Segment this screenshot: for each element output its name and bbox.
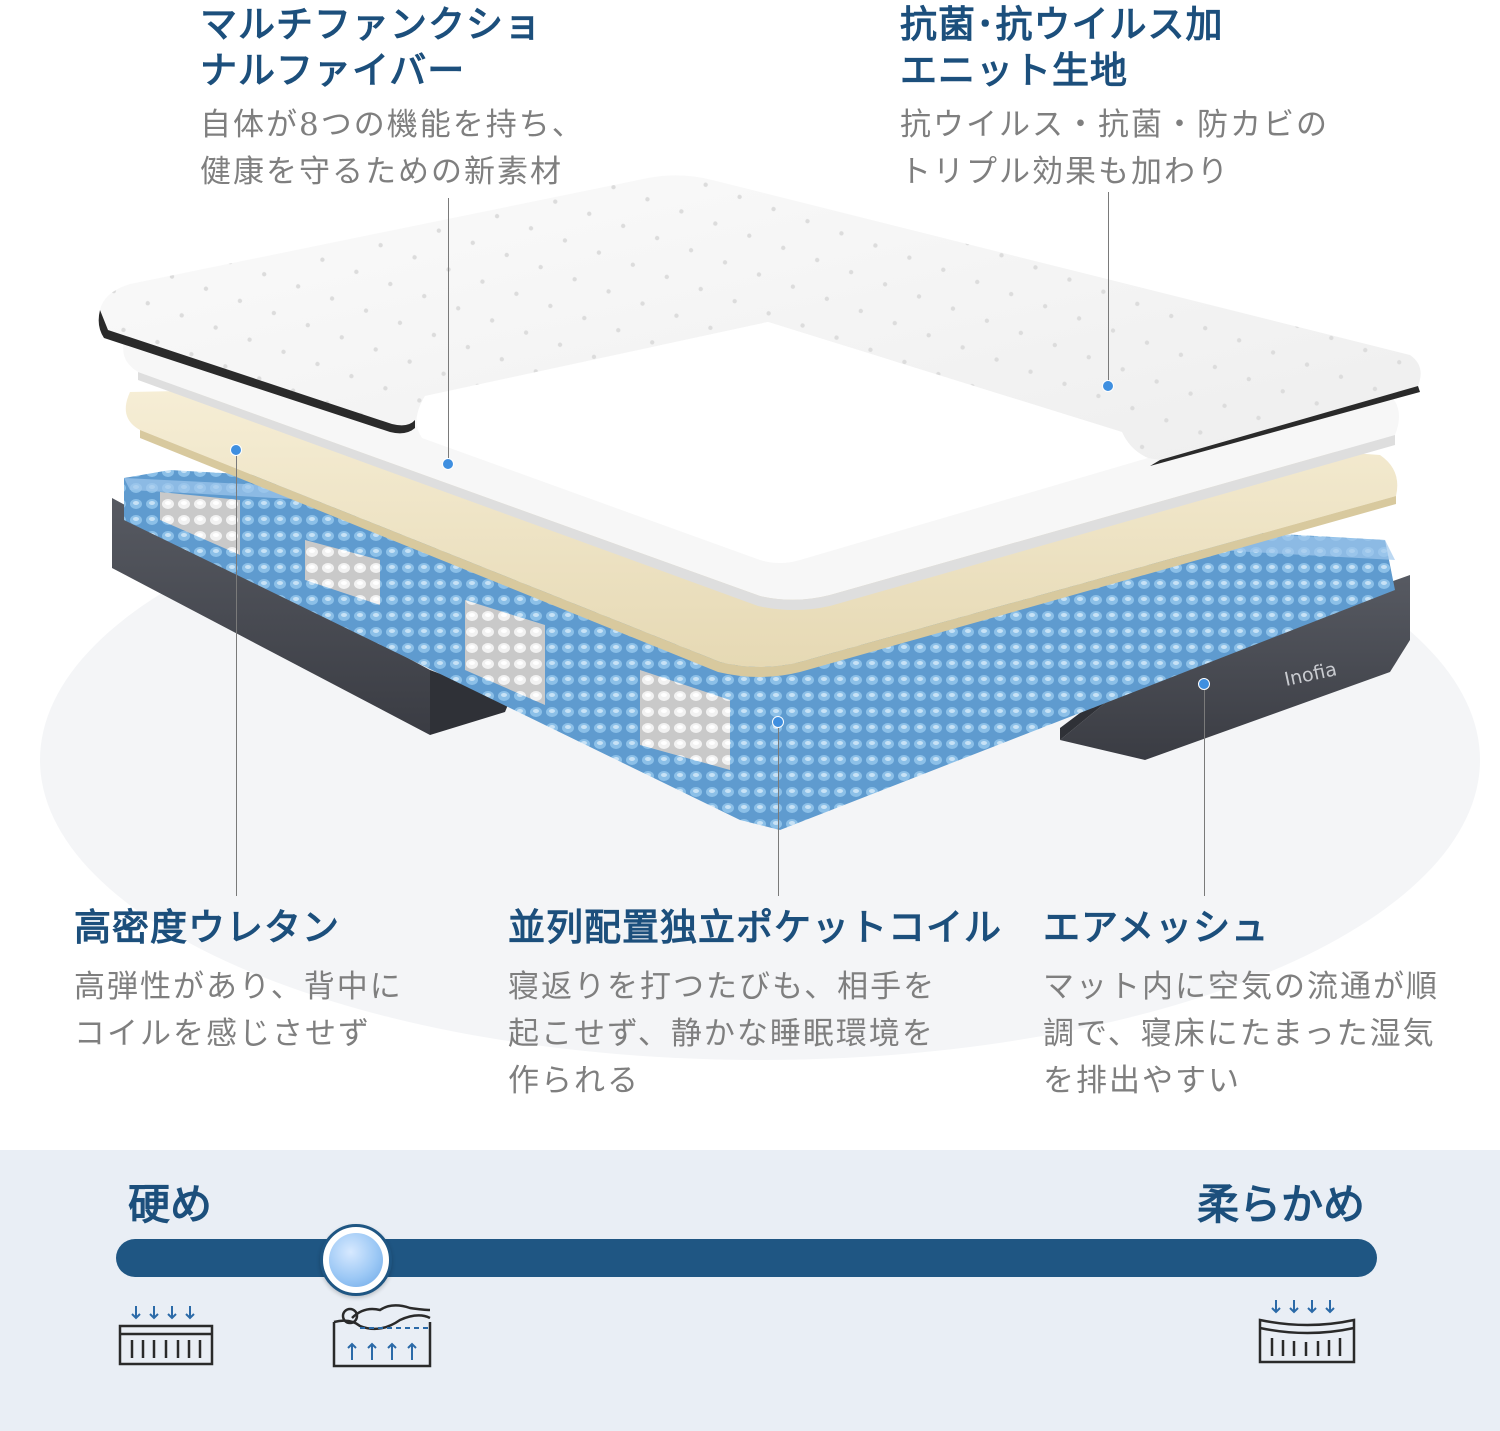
mesh-desc-line-3: を排出やすい xyxy=(1043,1063,1241,1099)
fiber-title-line-2: ナルファイバー xyxy=(200,49,466,92)
mesh-leader-line xyxy=(1204,684,1205,896)
coil-title: 並列配置独立ポケットコイル xyxy=(508,905,1002,951)
urethane-title-line-1: 高密度ウレタン xyxy=(74,906,340,949)
firm-label: 硬め xyxy=(128,1180,213,1229)
mattress-layers-illustration: Inofia xyxy=(40,175,1480,1060)
fiber-title-line-1: マルチファンクショ xyxy=(200,3,542,46)
knit-leader-line xyxy=(1108,192,1109,386)
urethane-description: 高弾性があり、背中に コイルを感じさせず xyxy=(74,964,403,1058)
urethane-desc-line-2: コイルを感じさせず xyxy=(74,1016,371,1052)
fiber-leader-line xyxy=(448,198,449,464)
coil-leader-line xyxy=(778,722,779,896)
body-support-icon xyxy=(332,1304,432,1368)
soft-label: 柔らかめ xyxy=(1197,1180,1366,1229)
knit-description: 抗ウイルス・抗菌・防カビの トリプル効果も加わり xyxy=(900,102,1329,196)
coil-title-line-1: 並列配置独立ポケットコイル xyxy=(508,906,1002,949)
coil-desc-line-3: 作られる xyxy=(508,1063,640,1099)
firmness-level-marker xyxy=(319,1224,392,1296)
knit-top-layer xyxy=(98,175,1421,563)
coil-marker-dot xyxy=(772,716,784,728)
knit-marker-dot xyxy=(1102,380,1114,392)
fiber-description: 自体が8つの機能を持ち、 健康を守るための新素材 xyxy=(200,102,585,196)
mesh-title-line-1: エアメッシュ xyxy=(1043,906,1270,949)
firmness-knob-inner xyxy=(328,1233,383,1287)
urethane-marker-dot xyxy=(230,444,242,456)
fiber-desc-line-2: 健康を守るための新素材 xyxy=(200,154,563,190)
mesh-description: マット内に空気の流通が順 調で、寝床にたまった湿気 を排出やすい xyxy=(1043,964,1439,1105)
knit-title: 抗菌･抗ウイルス加 エニット生地 xyxy=(900,2,1224,94)
knit-desc-line-1: 抗ウイルス・抗菌・防カビの xyxy=(900,107,1329,143)
air-mesh-base: Inofia xyxy=(112,498,1410,760)
fiber-marker-dot xyxy=(442,458,454,470)
mesh-desc-line-1: マット内に空気の流通が順 xyxy=(1043,969,1439,1005)
coil-description: 寝返りを打つたびも、相手を 起こせず、静かな睡眠環境を 作られる xyxy=(508,964,936,1105)
firmness-scale-panel xyxy=(0,1150,1500,1431)
fiber-title: マルチファンクショ ナルファイバー xyxy=(200,2,542,94)
urethane-leader-line xyxy=(236,450,237,896)
firmness-scale-track xyxy=(116,1239,1377,1277)
mesh-title: エアメッシュ xyxy=(1043,905,1269,951)
knit-desc-line-2: トリプル効果も加わり xyxy=(900,154,1230,190)
firm-mattress-icon xyxy=(118,1306,214,1366)
knit-title-line-1: 抗菌･抗ウイルス加 xyxy=(900,3,1224,46)
coil-desc-line-2: 起こせず、静かな睡眠環境を xyxy=(508,1016,935,1052)
urethane-title: 高密度ウレタン xyxy=(74,905,340,951)
mesh-desc-line-2: 調で、寝床にたまった湿気 xyxy=(1043,1016,1436,1052)
knit-title-line-2: エニット生地 xyxy=(900,49,1128,92)
soft-mattress-icon xyxy=(1258,1300,1356,1364)
fiber-desc-line-1: 自体が8つの機能を持ち、 xyxy=(200,107,585,143)
mesh-marker-dot xyxy=(1198,678,1210,690)
urethane-desc-line-1: 高弾性があり、背中に xyxy=(74,969,403,1005)
coil-desc-line-1: 寝返りを打つたびも、相手を xyxy=(508,969,937,1005)
